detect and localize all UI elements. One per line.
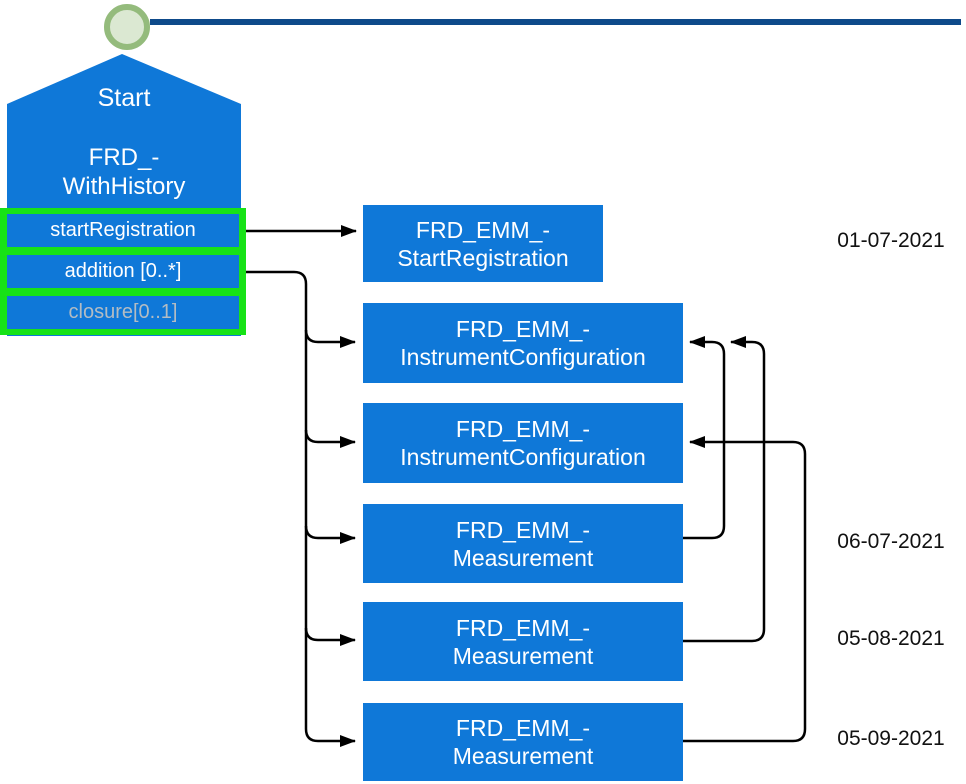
- start-node-name: FRD_- WithHistory: [7, 143, 241, 201]
- event-box-line1: FRD_EMM_-: [455, 416, 591, 442]
- event-box-measurement-2[interactable]: FRD_EMM_- Measurement: [363, 602, 683, 681]
- operation-startregistration[interactable]: startRegistration: [7, 214, 239, 247]
- event-box-instrumentconfiguration-1[interactable]: FRD_EMM_- InstrumentConfiguration: [363, 303, 683, 383]
- date-label-3: 05-08-2021: [837, 627, 945, 650]
- date-label-1: 01-07-2021: [837, 229, 945, 252]
- connector-addition-branch-box3: [304, 429, 356, 448]
- event-box-line2: Measurement: [452, 544, 594, 571]
- connector-addition-branch-box5: [304, 627, 356, 646]
- connector-addition-trunk-to-box6: [246, 270, 356, 747]
- event-box-startregistration[interactable]: FRD_EMM_- StartRegistration: [363, 205, 603, 282]
- event-box-line1: FRD_EMM_-: [455, 316, 591, 342]
- event-box-line2: Measurement: [452, 642, 594, 669]
- event-box-line2: Measurement: [452, 743, 594, 769]
- date-label-4: 05-09-2021: [837, 727, 945, 750]
- date-label-2: 06-07-2021: [837, 530, 945, 553]
- start-node-name-line2: WithHistory: [62, 173, 186, 200]
- event-box-line1: FRD_EMM_-: [415, 216, 551, 243]
- start-node-operations: startRegistration addition [0..*] closur…: [0, 208, 246, 335]
- event-box-line1: FRD_EMM_-: [455, 516, 591, 543]
- event-box-measurement-1[interactable]: FRD_EMM_- Measurement: [363, 504, 683, 583]
- connector-box4-to-box2: [683, 336, 726, 540]
- operation-closure[interactable]: closure[0..1]: [7, 296, 239, 329]
- event-box-line1: FRD_EMM_-: [455, 614, 591, 641]
- start-node-name-line1: FRD_-: [88, 144, 160, 171]
- connector-addition-branch-box2: [304, 329, 356, 348]
- start-node-title: Start: [97, 84, 151, 112]
- connector-addition-branch-box4: [304, 525, 356, 544]
- event-box-line2: InstrumentConfiguration: [400, 344, 646, 370]
- timeline-start-circle-icon: [104, 4, 150, 50]
- event-box-line2: InstrumentConfiguration: [400, 444, 646, 470]
- connector-box6-to-box3: [683, 436, 807, 743]
- event-box-line1: FRD_EMM_-: [455, 715, 591, 741]
- operation-addition[interactable]: addition [0..*]: [7, 255, 239, 288]
- event-box-instrumentconfiguration-2[interactable]: FRD_EMM_- InstrumentConfiguration: [363, 403, 683, 483]
- event-box-line2: StartRegistration: [397, 244, 569, 271]
- connector-box5-to-box2: [683, 336, 766, 643]
- event-box-measurement-3[interactable]: FRD_EMM_- Measurement: [363, 703, 683, 781]
